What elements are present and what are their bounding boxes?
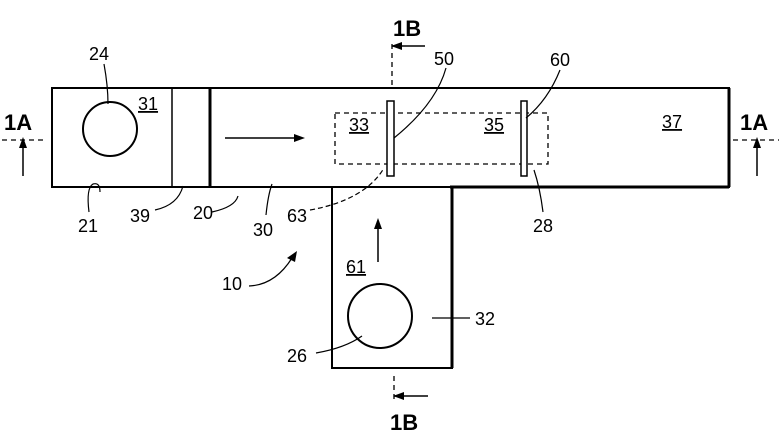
section-label-1b-top: 1B — [393, 16, 421, 41]
label-60: 60 — [550, 50, 570, 70]
label-37: 37 — [662, 112, 682, 132]
leader-20 — [212, 196, 238, 212]
flow-arrow-side-head — [374, 218, 382, 229]
leader-63 — [310, 168, 384, 210]
label-32: 32 — [475, 309, 495, 329]
label-61: 61 — [346, 257, 366, 277]
flow-arrow-main-head — [294, 134, 305, 142]
label-50: 50 — [434, 49, 454, 69]
leader-28 — [534, 170, 543, 212]
leader-10 — [249, 258, 292, 286]
label-30: 30 — [253, 220, 273, 240]
label-20: 20 — [193, 203, 213, 223]
label-28: 28 — [533, 216, 553, 236]
side-channel — [332, 187, 452, 368]
electrode-50 — [387, 101, 394, 176]
section-label-1a-right: 1A — [740, 110, 768, 135]
label-33: 33 — [349, 115, 369, 135]
section-label-1b-bottom: 1B — [390, 410, 418, 435]
section-label-1a-left: 1A — [4, 110, 32, 135]
label-24: 24 — [89, 44, 109, 64]
leader-60 — [526, 70, 560, 118]
leader-26 — [316, 336, 362, 353]
leader-10-arrowhead — [287, 251, 297, 262]
leader-24 — [104, 64, 108, 104]
label-35: 35 — [484, 115, 504, 135]
label-10: 10 — [222, 274, 242, 294]
leader-30 — [266, 184, 272, 215]
reservoir-24 — [83, 102, 137, 156]
label-31: 31 — [138, 94, 158, 114]
electrode-60 — [521, 101, 527, 176]
section-1a-right-arrowhead — [753, 137, 761, 148]
label-21: 21 — [78, 216, 98, 236]
label-39: 39 — [130, 206, 150, 226]
leader-39 — [155, 186, 183, 210]
section-1a-left-arrowhead — [19, 137, 27, 148]
leader-50 — [394, 68, 446, 138]
label-26: 26 — [287, 346, 307, 366]
label-63: 63 — [287, 206, 307, 226]
